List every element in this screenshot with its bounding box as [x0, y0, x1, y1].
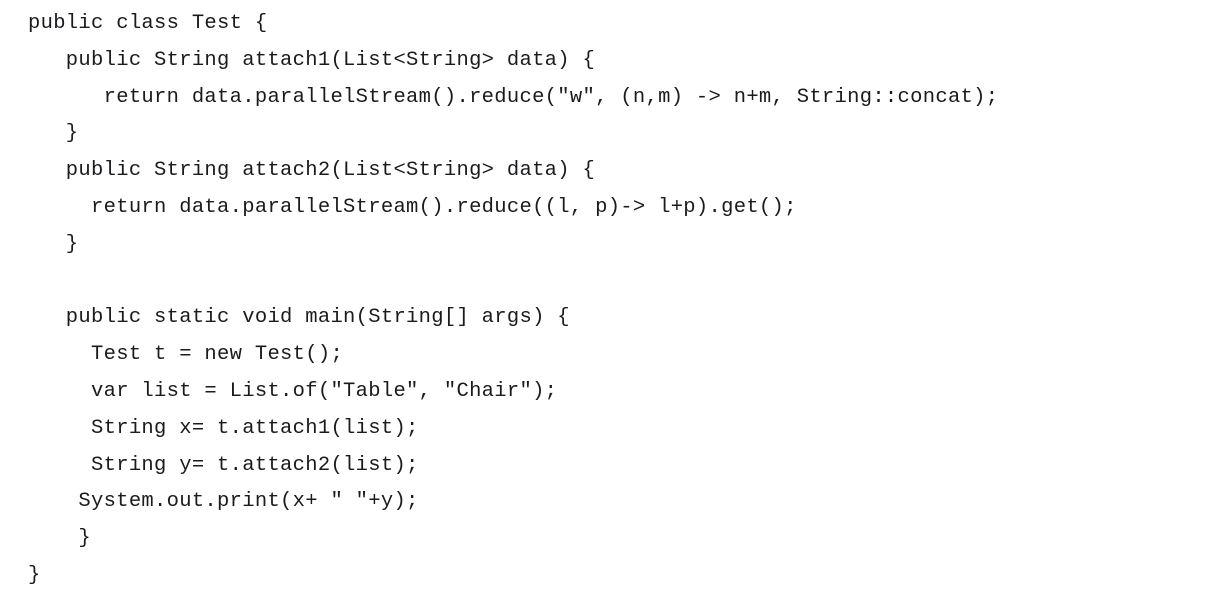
code-line: }: [28, 122, 79, 146]
code-listing: public class Test { public String attach…: [28, 12, 1213, 587]
code-line: public String attach2(List<String> data)…: [28, 159, 596, 183]
code-line: return data.parallelStream().reduce((l, …: [28, 195, 797, 219]
code-line-blank: [28, 264, 1213, 301]
code-line: }: [28, 527, 92, 551]
code-line: String x= t.attach1(list);: [28, 416, 419, 440]
code-line: return data.parallelStream().reduce("w",…: [28, 85, 999, 109]
code-line: public static void main(String[] args) {: [28, 306, 570, 330]
code-line: System.out.print(x+ " "+y);: [28, 490, 419, 514]
code-line: var list = List.of("Table", "Chair");: [28, 379, 558, 403]
code-line: Test t = new Test();: [28, 343, 344, 367]
code-line: }: [28, 232, 79, 256]
code-line: public String attach1(List<String> data)…: [28, 48, 596, 72]
code-line: public class Test {: [28, 12, 268, 35]
code-line: }: [28, 563, 41, 587]
code-line: String y= t.attach2(list);: [28, 453, 419, 477]
